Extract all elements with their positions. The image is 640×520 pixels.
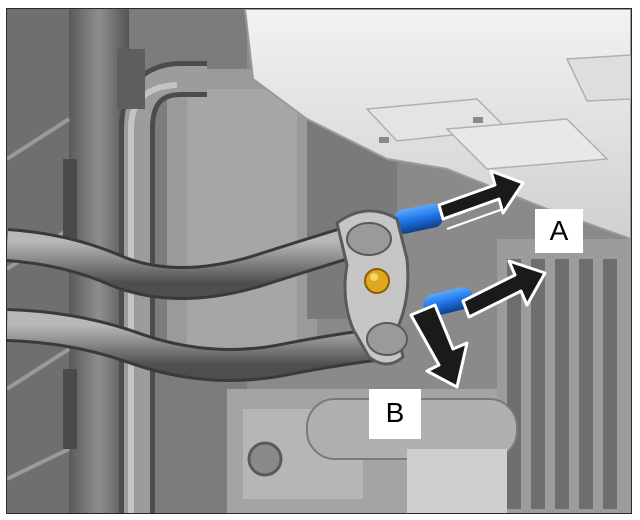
hose-lower — [7, 308, 376, 382]
service-diagram: A B — [6, 8, 632, 514]
connector-b-down-arrow — [409, 303, 469, 389]
bolt-icon — [364, 268, 390, 294]
connector-a-arrow — [437, 169, 525, 230]
vertical-pipe — [117, 49, 207, 513]
hose-upper — [7, 224, 358, 300]
callout-label-a: A — [535, 209, 583, 253]
top-cover — [243, 9, 631, 241]
radiator-fins — [497, 239, 631, 513]
callout-label-b: B — [369, 389, 421, 439]
connector-a-hose — [392, 203, 444, 234]
connector-b-arrow — [461, 259, 547, 319]
component-illustration — [7, 9, 631, 513]
